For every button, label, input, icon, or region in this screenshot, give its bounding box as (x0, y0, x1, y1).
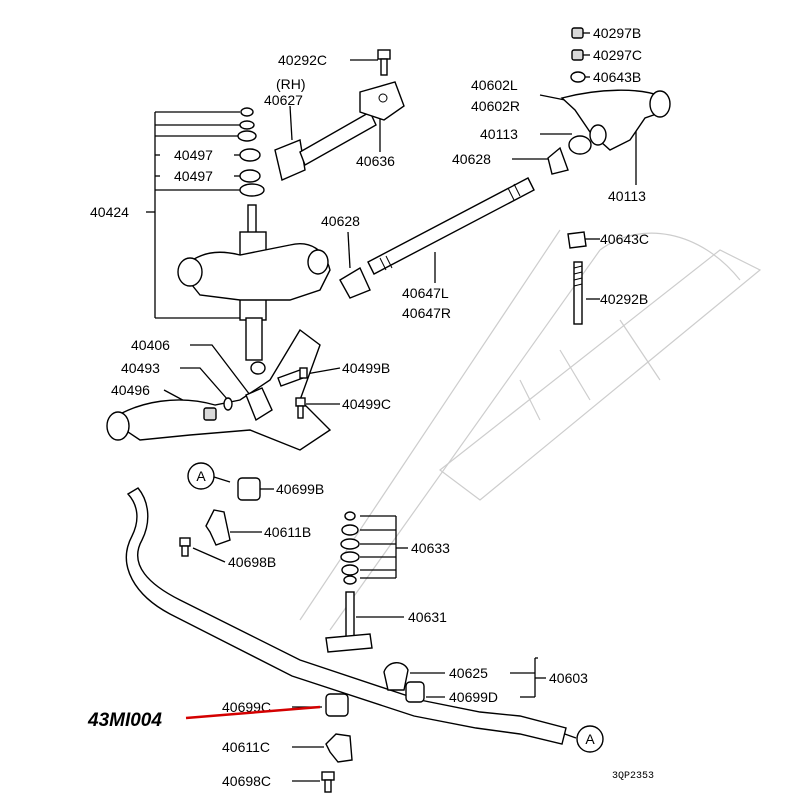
label-40493: 40493 (121, 360, 160, 376)
ref-a-top-label: A (196, 468, 206, 484)
washer-40493 (223, 397, 233, 411)
ref-a-bottom: A (576, 725, 604, 753)
label-40603: 40603 (549, 670, 588, 686)
strut-bar (274, 81, 405, 181)
ref-a-top: A (187, 462, 215, 490)
bolt-40292b (573, 261, 583, 325)
highlight-part-number: 43MI004 (87, 710, 162, 731)
bolt-40499c (295, 397, 306, 419)
label-40636: 40636 (356, 153, 395, 169)
label-40292c: 40292C (278, 52, 327, 68)
label-40625: 40625 (449, 665, 488, 681)
highlight-line (185, 705, 321, 720)
ref-a-bottom-label: A (585, 731, 595, 747)
bolt-40292c (377, 49, 391, 76)
label-40647r: 40647R (402, 305, 451, 321)
lower-arm (106, 328, 332, 451)
bushing-40699d (405, 681, 425, 703)
label-40602l: 40602L (471, 77, 518, 93)
figure-code: 3QP2353 (612, 771, 654, 782)
label-40628-b: 40628 (321, 213, 360, 229)
bushing-40113 (568, 135, 592, 155)
label-40297b: 40297B (593, 25, 641, 41)
hardware-40297b (571, 27, 584, 39)
link-bolt-40631 (325, 591, 373, 653)
label-40611c: 40611C (222, 739, 270, 755)
label-40499b: 40499B (342, 360, 390, 376)
highlight-callout: 43MI004 (87, 705, 321, 731)
boot-40628 (339, 266, 371, 299)
upper-arm-right (560, 89, 671, 151)
bushing-40699b (237, 477, 261, 501)
label-40698b: 40698B (228, 554, 276, 570)
label-40633: 40633 (411, 540, 450, 556)
bushing-40625 (383, 662, 409, 691)
label-40643c: 40643C (600, 231, 649, 247)
label-40497-b: 40497 (174, 168, 213, 184)
label-40647l: 40647L (402, 285, 449, 301)
label-40643b: 40643B (593, 69, 641, 85)
part-labels: 40292C (RH) 40627 40636 40297B 40297C 40… (90, 25, 654, 789)
label-40113-a: 40113 (480, 126, 518, 142)
bracket-40406 (245, 387, 273, 422)
label-40297c: 40297C (593, 47, 642, 63)
upper-control-arm (177, 243, 331, 301)
bolt-40698c (321, 771, 335, 793)
hardware-40297c (571, 49, 584, 61)
hardware-40643b (570, 71, 586, 83)
label-40113-b: 40113 (608, 188, 646, 204)
stabilizer-bar (125, 487, 567, 745)
nut-40496 (203, 407, 217, 421)
boot-40628-top (547, 146, 569, 175)
label-40628-a: 40628 (452, 151, 491, 167)
hardware-40643c (567, 231, 587, 249)
bolt-40499b (277, 367, 308, 387)
label-rh: (RH) (276, 76, 306, 92)
label-40631: 40631 (408, 609, 447, 625)
label-40292b: 40292B (600, 291, 648, 307)
label-40497-a: 40497 (174, 147, 213, 163)
clamp-40611b (205, 509, 231, 546)
label-40499c: 40499C (342, 396, 391, 412)
washer-stack-40424 (237, 107, 265, 197)
label-40602r: 40602R (471, 98, 520, 114)
bushing-40699c (325, 693, 349, 717)
watermark (299, 229, 762, 631)
label-40627: 40627 (264, 92, 303, 108)
label-40699d: 40699D (449, 689, 498, 705)
label-40698c: 40698C (222, 773, 271, 789)
bolt-40698b (179, 537, 191, 557)
label-40699b: 40699B (276, 481, 324, 497)
link-washers-40633 (340, 511, 360, 585)
label-40406: 40406 (131, 337, 170, 353)
clamp-40611c (325, 733, 353, 763)
label-40611b: 40611B (264, 524, 311, 540)
label-40496: 40496 (111, 382, 150, 398)
label-40424: 40424 (90, 204, 129, 220)
torsion-bar (367, 177, 535, 275)
